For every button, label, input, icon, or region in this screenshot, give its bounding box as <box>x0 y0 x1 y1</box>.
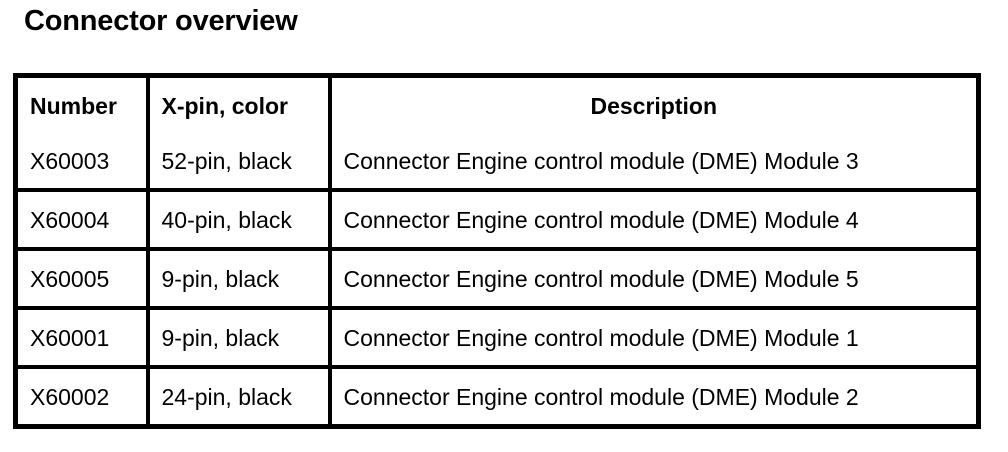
table-row: X60002 24-pin, black Connector Engine co… <box>15 367 979 427</box>
cell-number: X60003 <box>15 133 150 192</box>
connector-table-container: Number X-pin, color Description X60003 5… <box>13 73 981 429</box>
table-row: X60003 52-pin, black Connector Engine co… <box>15 133 979 192</box>
cell-xpin: 9-pin, black <box>147 249 332 310</box>
cell-number: X60004 <box>15 190 150 251</box>
cell-number: X60001 <box>15 308 150 369</box>
table-header: Number X-pin, color Description <box>15 75 979 133</box>
table-row: X60001 9-pin, black Connector Engine con… <box>15 308 979 369</box>
table-row: X60004 40-pin, black Connector Engine co… <box>15 190 979 251</box>
cell-number: X60005 <box>15 249 150 310</box>
cell-description: Connector Engine control module (DME) Mo… <box>329 249 979 310</box>
cell-number: X60002 <box>15 367 150 427</box>
page-title: Connector overview <box>24 5 298 37</box>
cell-xpin: 24-pin, black <box>147 367 332 427</box>
cell-description: Connector Engine control module (DME) Mo… <box>329 133 979 192</box>
cell-xpin: 9-pin, black <box>147 308 332 369</box>
connector-table: Number X-pin, color Description X60003 5… <box>13 73 981 429</box>
column-header-description: Description <box>329 75 979 133</box>
table-header-row: Number X-pin, color Description <box>15 75 979 133</box>
cell-xpin: 52-pin, black <box>147 133 332 192</box>
column-header-number: Number <box>15 75 150 133</box>
cell-description: Connector Engine control module (DME) Mo… <box>329 190 979 251</box>
cell-xpin: 40-pin, black <box>147 190 332 251</box>
cell-description: Connector Engine control module (DME) Mo… <box>329 308 979 369</box>
cell-description: Connector Engine control module (DME) Mo… <box>329 367 979 427</box>
column-header-xpin: X-pin, color <box>147 75 332 133</box>
table-body: X60003 52-pin, black Connector Engine co… <box>15 133 979 427</box>
table-row: X60005 9-pin, black Connector Engine con… <box>15 249 979 310</box>
